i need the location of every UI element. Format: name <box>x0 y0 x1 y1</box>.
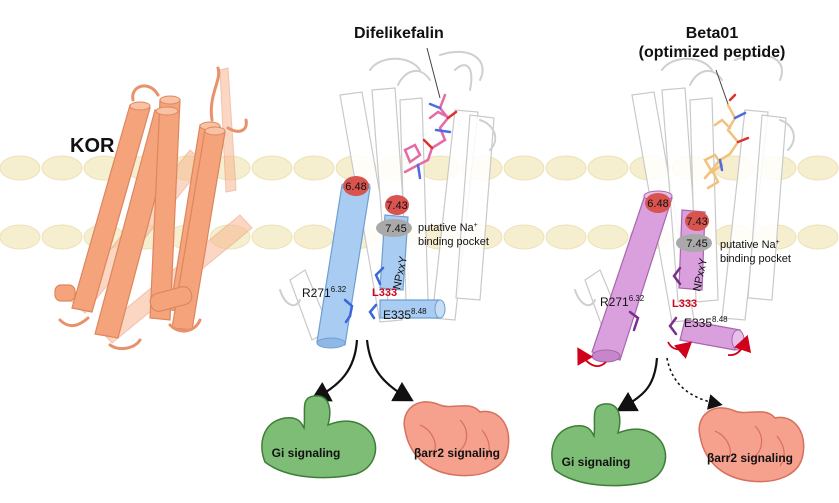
site-7-43-blue: 7.43 <box>385 195 409 215</box>
l333-label-blue: L333 <box>372 287 397 299</box>
site-6-48-purple: 6.48 <box>645 193 671 213</box>
svg-text:6.48: 6.48 <box>647 198 668 210</box>
arrow-to-barr2-1 <box>365 339 414 402</box>
site-6-48-blue: 6.48 <box>343 176 369 196</box>
na-pocket-label-1: putative Na+ <box>418 222 478 234</box>
arrow-to-gi-2 <box>616 357 659 412</box>
site-7-45-purple: 7.45 <box>676 234 712 252</box>
tm6-helix-blue <box>316 180 371 349</box>
ligand2-pointer <box>715 69 729 105</box>
ligand2-label-2: (optimized peptide) <box>639 44 786 61</box>
ligand1-label: Difelikefalin <box>354 25 444 42</box>
svg-text:7.43: 7.43 <box>386 200 407 212</box>
r271-label-blue: R2716.32 <box>302 285 347 300</box>
arrow-to-gi-1 <box>310 339 359 402</box>
receptor-beta01: Beta01 (optimized peptide) 6.48 7.43 7.4… <box>574 25 795 412</box>
ligand1-pointer <box>426 47 441 99</box>
barr2-label-1: βarr2 signaling <box>414 446 500 460</box>
l333-label-purple: L333 <box>672 298 697 310</box>
tm6-helix-purple <box>591 190 673 363</box>
beta01-ligand <box>703 93 750 190</box>
na-pocket-label-2: binding pocket <box>418 236 489 248</box>
tm6-move-arrow <box>577 347 607 367</box>
kor-structure: KOR <box>54 66 253 351</box>
receptor-difelikefalin: Difelikefalin 6.48 7.43 7.45 putative Na… <box>279 25 497 402</box>
na-pocket-label-4: binding pocket <box>720 253 791 265</box>
r271-label-purple: R2716.32 <box>600 294 645 309</box>
barr2-protein-1: βarr2 signaling <box>403 401 510 477</box>
gi-label-2: Gi signaling <box>562 455 631 469</box>
tm7-move-arrow-1 <box>667 341 693 359</box>
gi-protein-2: Gi signaling <box>551 403 667 487</box>
difelikefalin-ligand <box>403 93 458 180</box>
e335-label-purple: E3358.48 <box>684 315 728 330</box>
site-7-43-purple: 7.43 <box>685 211 709 231</box>
barr2-label-2: βarr2 signaling <box>707 451 793 465</box>
e335-label-blue: E3358.48 <box>383 307 427 322</box>
site-7-45-blue: 7.45 <box>376 219 412 237</box>
svg-text:7.45: 7.45 <box>686 238 707 250</box>
barr2-protein-2: βarr2 signaling <box>698 407 805 483</box>
kor-label: KOR <box>70 135 115 157</box>
na-pocket-label-3: putative Na+ <box>720 239 780 251</box>
gi-protein-1: Gi signaling <box>261 395 377 479</box>
tm7-move-arrow-2 <box>727 334 752 357</box>
arrow-to-barr2-2 <box>666 357 723 410</box>
svg-text:7.45: 7.45 <box>385 223 406 235</box>
svg-text:6.48: 6.48 <box>345 181 366 193</box>
ligand2-label-1: Beta01 <box>686 25 739 42</box>
gi-label-1: Gi signaling <box>272 446 341 460</box>
svg-text:7.43: 7.43 <box>686 216 707 228</box>
